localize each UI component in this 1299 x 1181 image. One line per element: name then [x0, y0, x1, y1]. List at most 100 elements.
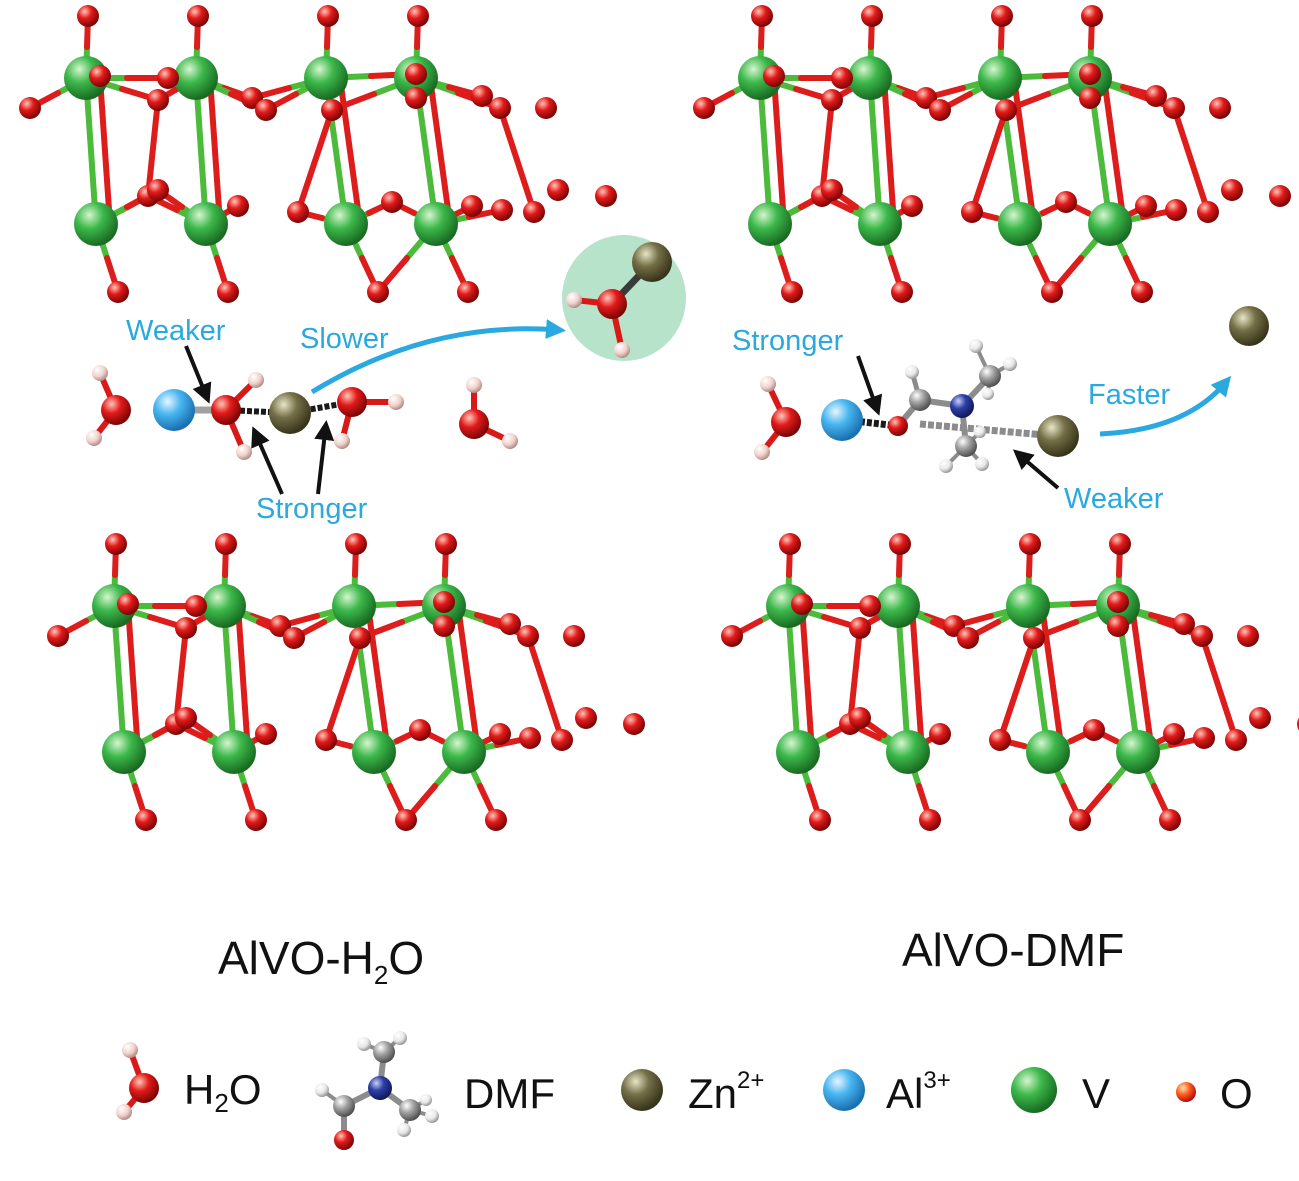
legend: H2O DMF Zn2+: [116, 1031, 1253, 1150]
solvated-zinc-cluster: [566, 242, 672, 358]
vanadium-atom: [858, 202, 902, 246]
slower-diffusion-arrow: [310, 319, 566, 395]
zinc-ion: [1037, 415, 1079, 457]
oxygen-atom: [1209, 97, 1231, 119]
label-slower: Slower: [300, 323, 389, 355]
oxygen-atom: [47, 625, 69, 647]
stronger-pointer-arrow: [314, 420, 335, 495]
vanadium-atom: [776, 730, 820, 774]
legend-oxygen-label: O: [1220, 1070, 1253, 1117]
oxygen-atom: [345, 533, 367, 555]
oxygen-atom: [287, 201, 309, 223]
oxygen-atom: [821, 89, 843, 111]
vanadium-atom: [1006, 584, 1050, 628]
legend-zinc-label: Zn2+: [688, 1067, 764, 1117]
water-molecule: [459, 377, 518, 449]
oxygen-atom: [491, 199, 513, 221]
oxygen-atom: [227, 195, 249, 217]
oxygen-atom: [157, 67, 179, 89]
legend-aluminum-icon: [823, 1069, 865, 1111]
oxygen-atom: [89, 65, 111, 87]
oxygen-atom: [1269, 185, 1291, 207]
oxygen-atom: [1083, 719, 1105, 741]
right-interlayer-region: Stronger Faster Weaker: [732, 306, 1269, 515]
oxygen-atom: [407, 5, 429, 27]
oxide-layer-bottom-right: [721, 533, 1299, 831]
zinc-ion-released: [632, 242, 672, 282]
oxygen-atom: [919, 809, 941, 831]
oxide-layer-bottom-left: [47, 533, 645, 831]
vanadium-atom: [352, 730, 396, 774]
oxygen-atom: [489, 97, 511, 119]
oxygen-atom: [1249, 707, 1271, 729]
oxygen-atom: [105, 533, 127, 555]
vanadium-atom: [876, 584, 920, 628]
oxygen-atom: [547, 179, 569, 201]
vanadium-atom: [442, 730, 486, 774]
left-interlayer-region: Weaker Slower Stronger: [86, 235, 686, 525]
oxygen-atom: [107, 281, 129, 303]
oxygen-atom: [367, 281, 389, 303]
oxygen-atom: [321, 99, 343, 121]
oxygen-atom: [485, 809, 507, 831]
oxygen-atom: [405, 63, 427, 85]
oxygen-atom: [1163, 97, 1185, 119]
stronger-pointer-arrow: [251, 426, 284, 495]
oxygen-atom: [175, 617, 197, 639]
oxygen-atom: [791, 593, 813, 615]
oxygen-atom: [77, 5, 99, 27]
oxygen-atom: [957, 627, 979, 649]
oxygen-atom: [433, 615, 455, 637]
oxygen-atom: [1079, 87, 1101, 109]
vanadium-atom: [202, 584, 246, 628]
oxygen-atom: [255, 723, 277, 745]
vanadium-atom: [212, 730, 256, 774]
oxygen-atom: [575, 707, 597, 729]
oxygen-atom: [751, 5, 773, 27]
oxygen-atom: [551, 729, 573, 751]
vanadium-atom: [1026, 730, 1070, 774]
aluminum-ion: [153, 389, 195, 431]
legend-h2o-icon: [116, 1042, 159, 1120]
legend-oxygen-icon: [1176, 1082, 1196, 1102]
label-weaker: Weaker: [1064, 483, 1164, 515]
oxygen-atom: [147, 89, 169, 111]
oxygen-atom: [1109, 533, 1131, 555]
oxygen-atom: [395, 809, 417, 831]
oxygen-atom: [187, 5, 209, 27]
oxygen-atom: [1023, 627, 1045, 649]
oxide-layer-top-right: [693, 5, 1291, 303]
vanadium-atom: [304, 56, 348, 100]
oxygen-atom: [135, 809, 157, 831]
vanadium-atom: [1116, 730, 1160, 774]
oxygen-atom: [255, 99, 277, 121]
oxygen-atom: [1225, 729, 1247, 751]
vanadium-atom: [1088, 202, 1132, 246]
oxygen-atom: [763, 65, 785, 87]
oxygen-atom: [499, 613, 521, 635]
oxygen-atom: [901, 195, 923, 217]
zinc-ion: [269, 392, 311, 434]
oxygen-atom: [519, 727, 541, 749]
oxygen-atom: [849, 617, 871, 639]
oxygen-atom: [961, 201, 983, 223]
oxygen-atom: [215, 533, 237, 555]
oxygen-atom: [245, 809, 267, 831]
label-stronger: Stronger: [732, 325, 844, 357]
oxygen-atom: [317, 5, 339, 27]
legend-vanadium-label: V: [1082, 1070, 1110, 1117]
oxygen-atom: [433, 591, 455, 613]
vanadium-atom: [848, 56, 892, 100]
oxygen-atom: [1145, 85, 1167, 107]
oxygen-atom: [471, 85, 493, 107]
vanadium-atom: [174, 56, 218, 100]
vanadium-oxide-layers: [19, 5, 1299, 831]
panel-title-alvo-dmf: AlVO-DMF: [902, 924, 1124, 976]
oxygen-atom: [849, 707, 871, 729]
oxygen-atom: [623, 713, 645, 735]
vanadium-atom: [74, 202, 118, 246]
oxygen-atom: [693, 97, 715, 119]
legend-dmf-label: DMF: [464, 1070, 555, 1117]
oxygen-atom: [117, 593, 139, 615]
